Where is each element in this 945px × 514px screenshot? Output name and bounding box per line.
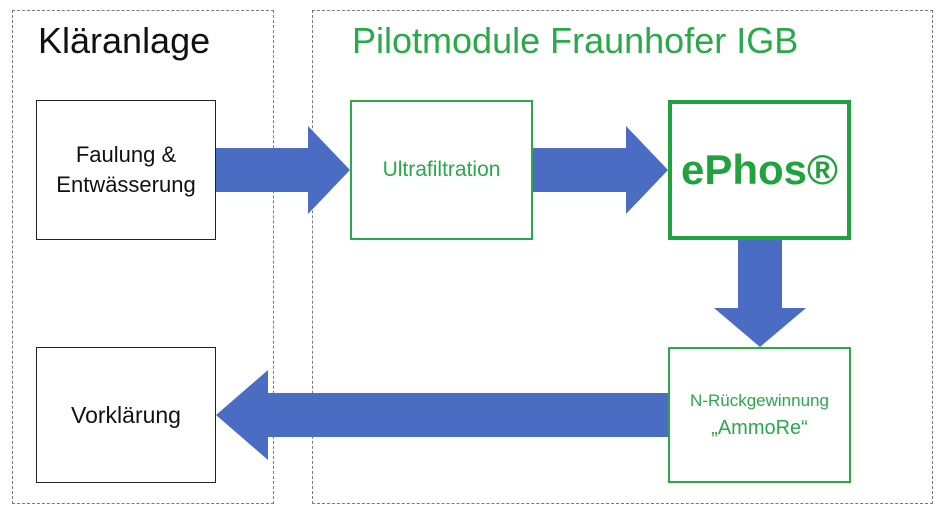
pilotmodule-zone [312, 10, 933, 504]
ultrafiltration-box: Ultrafiltration [350, 100, 533, 240]
kläranlage-zone [12, 10, 274, 504]
ephos-box: ePhos® [668, 100, 851, 240]
ultrafiltration-label: Ultrafiltration [382, 158, 501, 181]
vorklärung-label: Vorklärung [71, 401, 181, 428]
n-rückgewinnung-label: N-Rückgewinnung [690, 390, 829, 410]
faulung-entwässerung-box: Faulung & Entwässerung [36, 100, 216, 240]
vorklärung-box: Vorklärung [36, 347, 216, 483]
ephos-label: ePhos® [681, 146, 838, 193]
pilotmodule-title: Pilotmodule Fraunhofer IGB [352, 20, 799, 61]
faulung-label-line1: Faulung & [75, 142, 177, 167]
ammore-label: „AmmoRe“ [711, 416, 808, 439]
arrow-nrueck-to-vorklaerung [216, 370, 668, 460]
n-rückgewinnung-box: N-Rückgewinnung „AmmoRe“ [668, 347, 851, 483]
arrow-ultrafiltration-to-ephos [533, 126, 668, 214]
faulung-label-line2: Entwässerung [56, 172, 196, 197]
arrow-faulung-to-ultrafiltration [216, 126, 350, 214]
kläranlage-title: Kläranlage [38, 20, 211, 61]
arrow-ephos-to-nrueck [714, 240, 806, 347]
